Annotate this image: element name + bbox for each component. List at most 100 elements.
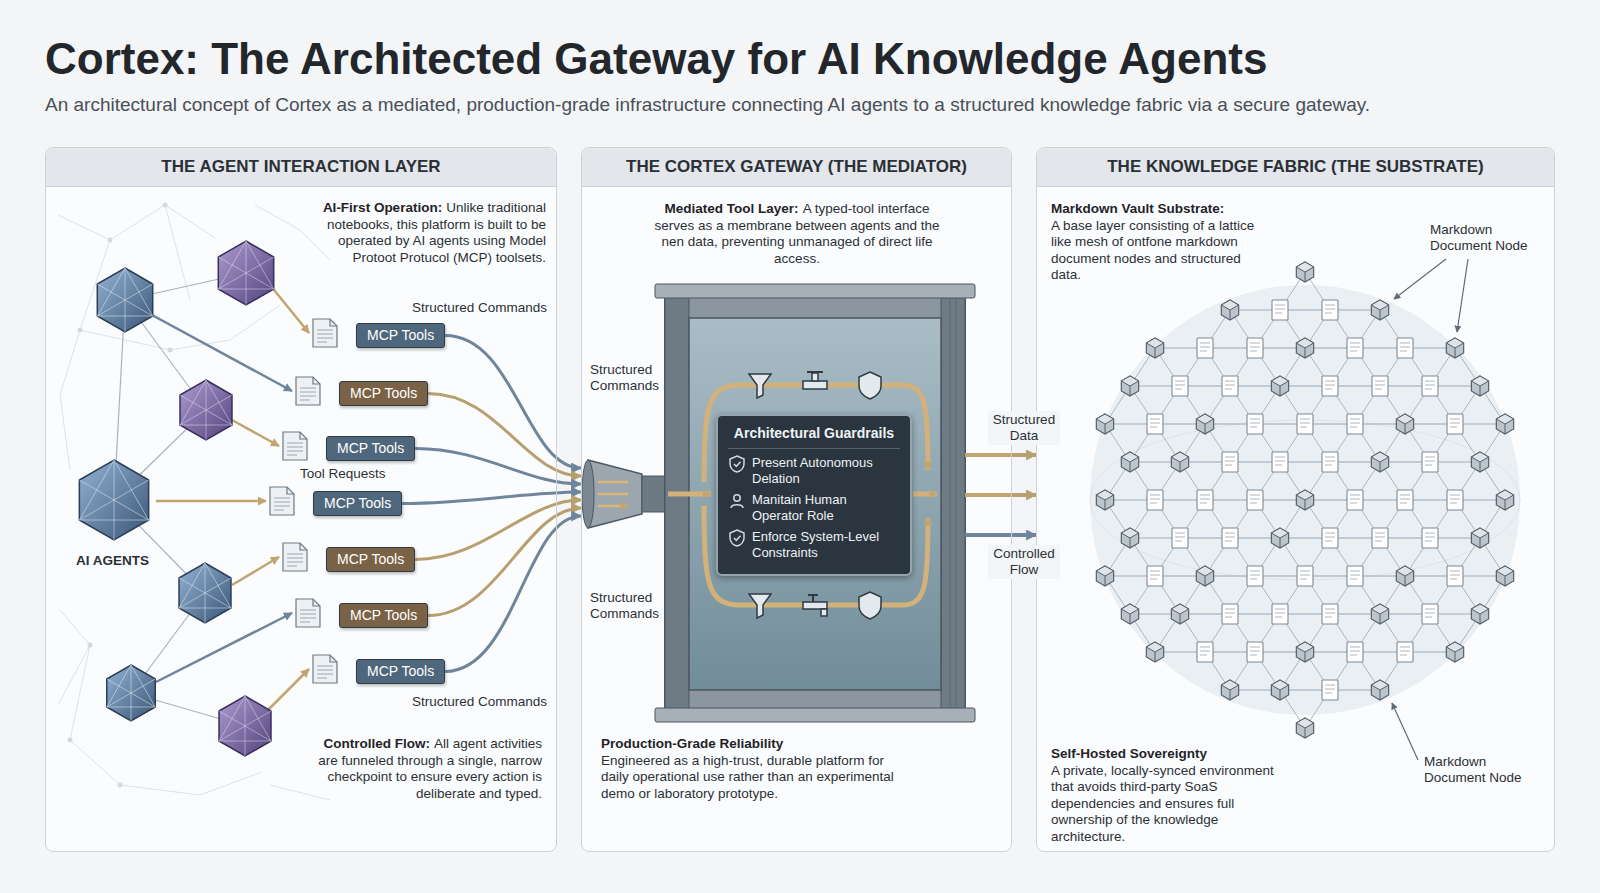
cube-node bbox=[1496, 566, 1513, 586]
cube-edge bbox=[1505, 576, 1506, 586]
cube-node bbox=[1471, 528, 1488, 548]
block-body: Engineered as a high-trust, durable plat… bbox=[601, 753, 894, 801]
block-heading: AI-First Operation: bbox=[323, 200, 442, 215]
document-node bbox=[1147, 490, 1163, 510]
cube-edge bbox=[1380, 614, 1381, 624]
document-lines bbox=[1225, 609, 1235, 617]
document-lines bbox=[1350, 343, 1360, 351]
cube-top bbox=[1496, 566, 1513, 576]
document-node bbox=[1322, 528, 1338, 548]
cube-top bbox=[1221, 300, 1238, 310]
block-heading: Controlled Flow: bbox=[323, 736, 429, 751]
document-node bbox=[1272, 604, 1288, 624]
text-block: Production-Grade ReliabilityEngineered a… bbox=[601, 736, 901, 802]
cube-edge bbox=[1280, 690, 1281, 700]
guardrail-title: Architectural Guardrails bbox=[728, 424, 900, 449]
document-lines bbox=[1175, 533, 1185, 541]
cube-edge bbox=[1280, 386, 1281, 396]
guardrail-icon bbox=[728, 492, 746, 510]
cube-edge bbox=[1380, 690, 1381, 700]
cube-top bbox=[1446, 338, 1463, 348]
document-lines bbox=[1275, 457, 1285, 465]
cube-top bbox=[1171, 452, 1188, 462]
cube-edge bbox=[1130, 462, 1131, 472]
cube-top bbox=[1396, 414, 1413, 424]
agent-hexagon bbox=[79, 460, 148, 540]
tool-label: MCP Tools bbox=[324, 495, 391, 511]
output-line bbox=[965, 533, 1012, 537]
output-line bbox=[965, 493, 1012, 497]
annotation-label: Structured Commands bbox=[590, 590, 664, 622]
cube-edge bbox=[1155, 652, 1156, 662]
document-icon bbox=[270, 487, 294, 515]
faucet-handle bbox=[808, 595, 818, 602]
document-node bbox=[1322, 300, 1338, 320]
document-lines bbox=[1225, 381, 1235, 389]
document-lines bbox=[1275, 609, 1285, 617]
network-dot bbox=[118, 783, 123, 788]
cube-edge bbox=[1305, 728, 1306, 738]
request-arrow bbox=[270, 285, 309, 333]
funnel-neck bbox=[642, 476, 666, 512]
document-lines bbox=[1200, 495, 1210, 503]
document-lines bbox=[1375, 533, 1385, 541]
document-node bbox=[1372, 376, 1388, 396]
guardrail-item: Enforce System-Level Constraints bbox=[728, 529, 900, 560]
document-node bbox=[1297, 414, 1313, 434]
tool-box: MCP Tools bbox=[326, 436, 415, 461]
panel-ground bbox=[1036, 147, 1555, 852]
cube-node bbox=[1196, 566, 1213, 586]
document-lines bbox=[1250, 495, 1260, 503]
cube-edge bbox=[1180, 614, 1181, 624]
document-node bbox=[1347, 642, 1363, 662]
tool-label: MCP Tools bbox=[350, 607, 417, 623]
cube-top bbox=[1196, 566, 1213, 576]
guardrail-text: Present Autonomous Delation bbox=[752, 455, 900, 486]
document-node bbox=[1422, 604, 1438, 624]
cube-edge bbox=[1505, 500, 1506, 510]
globe-shade bbox=[1090, 285, 1520, 715]
document-lines bbox=[1250, 343, 1260, 351]
flow-connector bbox=[428, 508, 581, 616]
cube-edge bbox=[1230, 310, 1231, 320]
cube-edge bbox=[1505, 424, 1506, 434]
cube-top bbox=[1471, 528, 1488, 538]
document-node bbox=[1247, 490, 1263, 510]
output-line bbox=[965, 453, 1012, 457]
cube-top bbox=[1471, 376, 1488, 386]
document-node bbox=[1172, 528, 1188, 548]
cube-node bbox=[1096, 566, 1113, 586]
document-lines bbox=[1175, 381, 1185, 389]
document-lines bbox=[1350, 571, 1360, 579]
document-node bbox=[1272, 300, 1288, 320]
document-lines bbox=[1325, 609, 1335, 617]
flow-label: Controlled Flow bbox=[988, 545, 1060, 579]
cube-node bbox=[1271, 376, 1288, 396]
cube-node bbox=[1446, 642, 1463, 662]
funnel-mouth bbox=[582, 460, 594, 528]
tool-label: MCP Tools bbox=[350, 385, 417, 401]
flow-route bbox=[913, 492, 937, 497]
cube-edge bbox=[1380, 462, 1381, 472]
cube-edge bbox=[1405, 424, 1406, 434]
annotation-label: Structured Commands bbox=[412, 694, 547, 710]
cube-top bbox=[1371, 604, 1388, 614]
cube-edge bbox=[1130, 386, 1131, 396]
valve-icon bbox=[803, 372, 827, 389]
document-node bbox=[1247, 642, 1263, 662]
document-icon bbox=[283, 543, 307, 571]
frame-body bbox=[665, 292, 965, 715]
cube-top bbox=[1096, 490, 1113, 500]
text-block: AI-First Operation:Unlike traditional no… bbox=[316, 200, 546, 266]
flow-connector bbox=[1012, 453, 1036, 457]
cube-edge bbox=[1105, 576, 1106, 586]
intake-funnel bbox=[582, 460, 666, 528]
agent-hexagon bbox=[219, 696, 271, 756]
tool-box: MCP Tools bbox=[356, 659, 445, 684]
frame-pillar bbox=[665, 292, 689, 715]
request-arrow bbox=[232, 557, 279, 585]
document-node bbox=[1197, 490, 1213, 510]
cube-edge bbox=[1180, 462, 1181, 472]
document-node bbox=[1322, 604, 1338, 624]
shield-shape bbox=[859, 372, 881, 399]
